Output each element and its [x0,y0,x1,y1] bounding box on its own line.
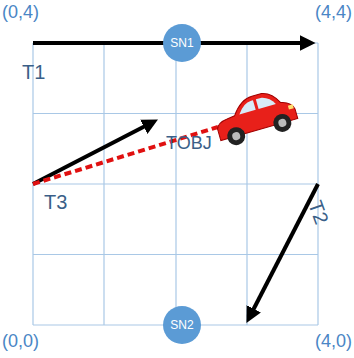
trajectory-label: T1 [22,62,45,82]
corner-coordinate: (4,0) [315,332,352,350]
node-label: SN2 [170,318,193,332]
object-trajectory [33,127,218,184]
corner-coordinate: (0,0) [2,332,39,350]
trajectory-arrow [33,122,153,184]
grid [33,43,318,325]
car-icon [211,86,300,149]
sensor-node: SN1 [163,24,201,62]
corner-coordinate: (0,4) [2,3,39,21]
node-label: SN1 [170,36,193,50]
trajectory-label: T2 [305,198,332,227]
corner-coordinate: (4,4) [315,3,352,21]
object-trajectory-label: TOBJ [166,134,212,152]
sensor-node: SN2 [163,306,201,344]
trajectory-label: T3 [44,192,67,212]
